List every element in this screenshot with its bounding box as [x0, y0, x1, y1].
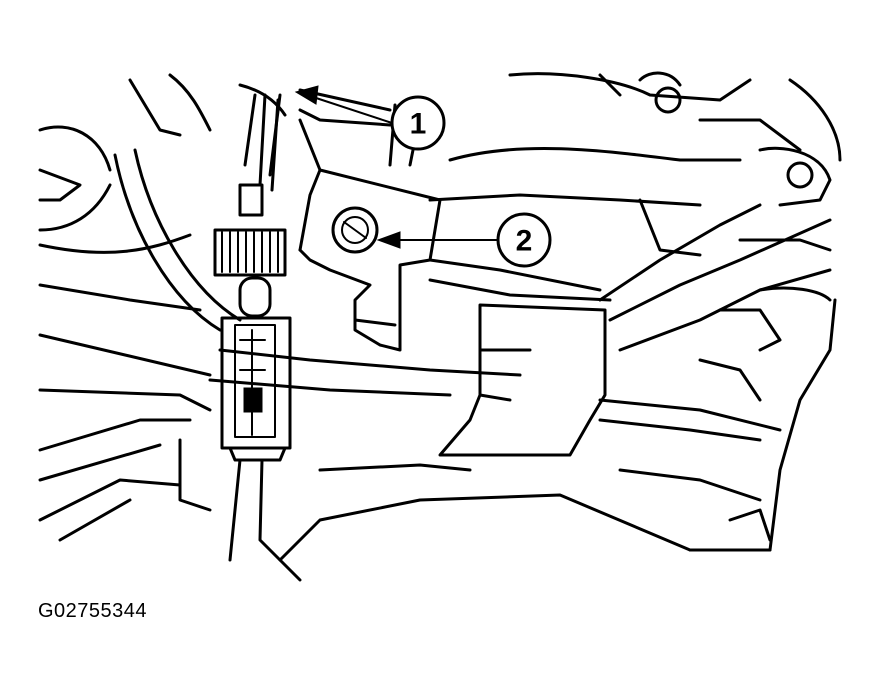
callout-2-label: 2 [516, 225, 533, 258]
engine-bay-left [38, 78, 242, 542]
callout-leaders [294, 85, 501, 249]
cover-plate [438, 303, 607, 457]
electrical-connector [213, 93, 302, 582]
mounting-bolt [331, 206, 379, 254]
callout-1: 1 [390, 95, 446, 151]
engine-bay-right [598, 198, 837, 552]
callout-1-label: 1 [410, 108, 427, 141]
engine-bay-bottom [278, 463, 692, 562]
engine-bay-top [168, 71, 842, 207]
mounting-bracket [208, 103, 612, 397]
callout-2: 2 [496, 212, 552, 268]
figure-id-label: G02755344 [38, 600, 148, 622]
